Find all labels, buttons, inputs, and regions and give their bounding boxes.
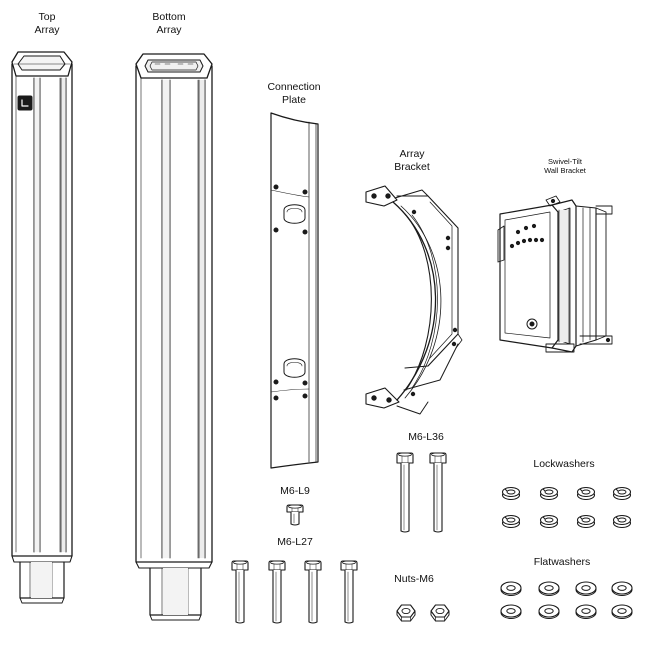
hex-nut: [430, 604, 450, 622]
label-m6-l27: M6-L27: [265, 536, 325, 549]
lockwasher: [539, 486, 559, 501]
label-connection-plate: Connection Plate: [262, 81, 326, 107]
screw-m6-l27: [268, 560, 286, 624]
connection-plate: [270, 112, 319, 469]
lockwasher: [612, 514, 632, 529]
flatwasher: [538, 604, 560, 619]
lockwasher: [501, 514, 521, 529]
bottom-array-column: [135, 53, 213, 621]
lockwasher: [501, 486, 521, 501]
label-bottom-array-line1: Bottom: [152, 11, 186, 23]
lockwasher: [576, 486, 596, 501]
label-array-bracket-line1: Array: [399, 148, 425, 160]
label-m6-l36: M6-L36: [398, 431, 454, 444]
screw-m6-l27: [340, 560, 358, 624]
label-flatwashers-text: Flatwashers: [533, 556, 591, 568]
label-nuts-m6: Nuts-M6: [384, 573, 444, 586]
screw-m6-l27: [304, 560, 322, 624]
label-lockwashers: Lockwashers: [524, 458, 604, 471]
label-top-array-line1: Top: [38, 11, 56, 23]
hex-nut: [396, 604, 416, 622]
label-top-array-line2: Array: [34, 24, 60, 36]
flatwasher: [500, 581, 522, 596]
label-connection-plate-line1: Connection: [267, 81, 321, 93]
top-array-column: [11, 51, 73, 604]
screw-m6-l36: [396, 452, 414, 533]
screw-m6-l27: [231, 560, 249, 624]
flatwasher: [575, 604, 597, 619]
flatwasher: [538, 581, 560, 596]
label-top-array: Top Array: [30, 11, 64, 37]
label-bottom-array-line2: Array: [156, 24, 182, 36]
label-m6-l36-text: M6-L36: [408, 431, 444, 443]
label-m6-l9-text: M6-L9: [280, 485, 310, 497]
logo-badge-icon: [17, 95, 33, 111]
adjust-knob-icon: [526, 318, 538, 330]
flatwasher: [575, 581, 597, 596]
label-lockwashers-text: Lockwashers: [533, 458, 595, 470]
screws-group: [231, 452, 447, 624]
flatwashers-group: [500, 581, 633, 619]
label-nuts-m6-text: Nuts-M6: [394, 573, 434, 585]
label-bottom-array: Bottom Array: [148, 11, 190, 37]
label-array-bracket: Array Bracket: [390, 148, 434, 174]
screw-m6-l9: [286, 504, 304, 526]
nuts-group: [396, 604, 450, 622]
array-bracket: [365, 185, 463, 415]
lockwasher: [539, 514, 559, 529]
label-swivel-tilt-line2: Wall Bracket: [544, 166, 586, 175]
lockwashers-group: [501, 486, 632, 529]
label-swivel-tilt-line1: Swivel-Tilt: [548, 157, 582, 166]
flatwasher: [500, 604, 522, 619]
swivel-tilt-wall-bracket: [497, 195, 613, 353]
label-flatwashers: Flatwashers: [522, 556, 602, 569]
lockwasher: [576, 514, 596, 529]
label-m6-l9: M6-L9: [270, 485, 320, 498]
screw-m6-l36: [429, 452, 447, 533]
label-m6-l27-text: M6-L27: [277, 536, 313, 548]
label-swivel-tilt: Swivel-Tilt Wall Bracket: [530, 157, 600, 175]
flatwasher: [611, 581, 633, 596]
lockwasher: [612, 486, 632, 501]
label-array-bracket-line2: Bracket: [394, 161, 430, 173]
flatwasher: [611, 604, 633, 619]
label-connection-plate-line2: Plate: [282, 94, 306, 106]
